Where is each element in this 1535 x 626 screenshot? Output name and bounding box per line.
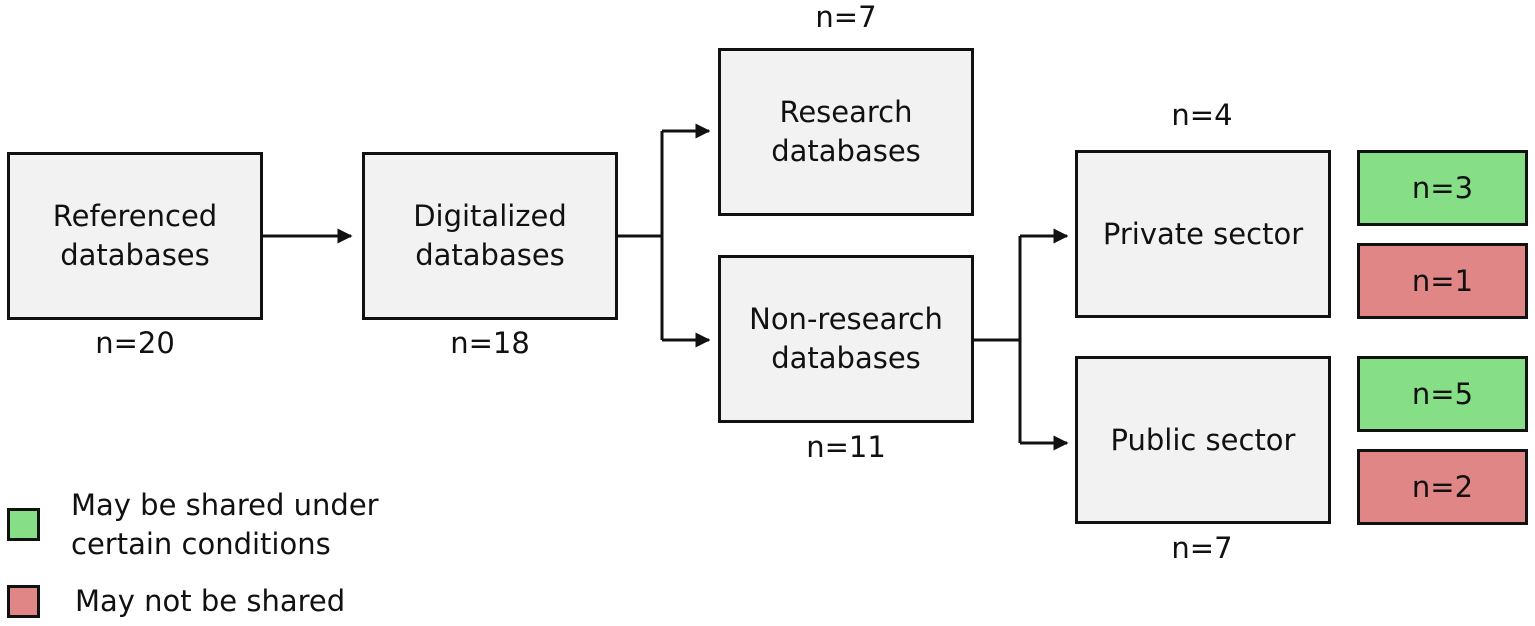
chip-private-shared: n=3 xyxy=(1357,150,1528,226)
legend-label-shared: May be shared under certain conditions xyxy=(71,488,379,561)
count-referenced: n=20 xyxy=(95,326,175,360)
count-non-research: n=11 xyxy=(806,430,886,464)
count-research: n=7 xyxy=(815,0,877,34)
node-research-databases: Research databases xyxy=(718,48,974,216)
legend-label-not-shared: May not be shared xyxy=(75,584,346,618)
branch-digitalized xyxy=(617,131,664,340)
node-digitalized-databases: Digitalized databases xyxy=(362,152,618,320)
legend-swatch-not-shared xyxy=(7,585,40,618)
chip-public-shared: n=5 xyxy=(1357,356,1528,432)
count-public-sector: n=7 xyxy=(1171,531,1233,565)
chip-public-not-shared: n=2 xyxy=(1357,449,1528,525)
chip-private-not-shared: n=1 xyxy=(1357,243,1528,319)
node-public-sector: Public sector xyxy=(1075,356,1331,524)
legend-swatch-shared xyxy=(7,508,40,541)
node-referenced-databases: Referenced databases xyxy=(7,152,263,320)
count-digitalized: n=18 xyxy=(450,326,530,360)
branch-non-research xyxy=(973,236,1022,443)
count-private-sector: n=4 xyxy=(1171,98,1233,132)
node-private-sector: Private sector xyxy=(1075,150,1331,318)
node-non-research-databases: Non-research databases xyxy=(718,255,974,423)
